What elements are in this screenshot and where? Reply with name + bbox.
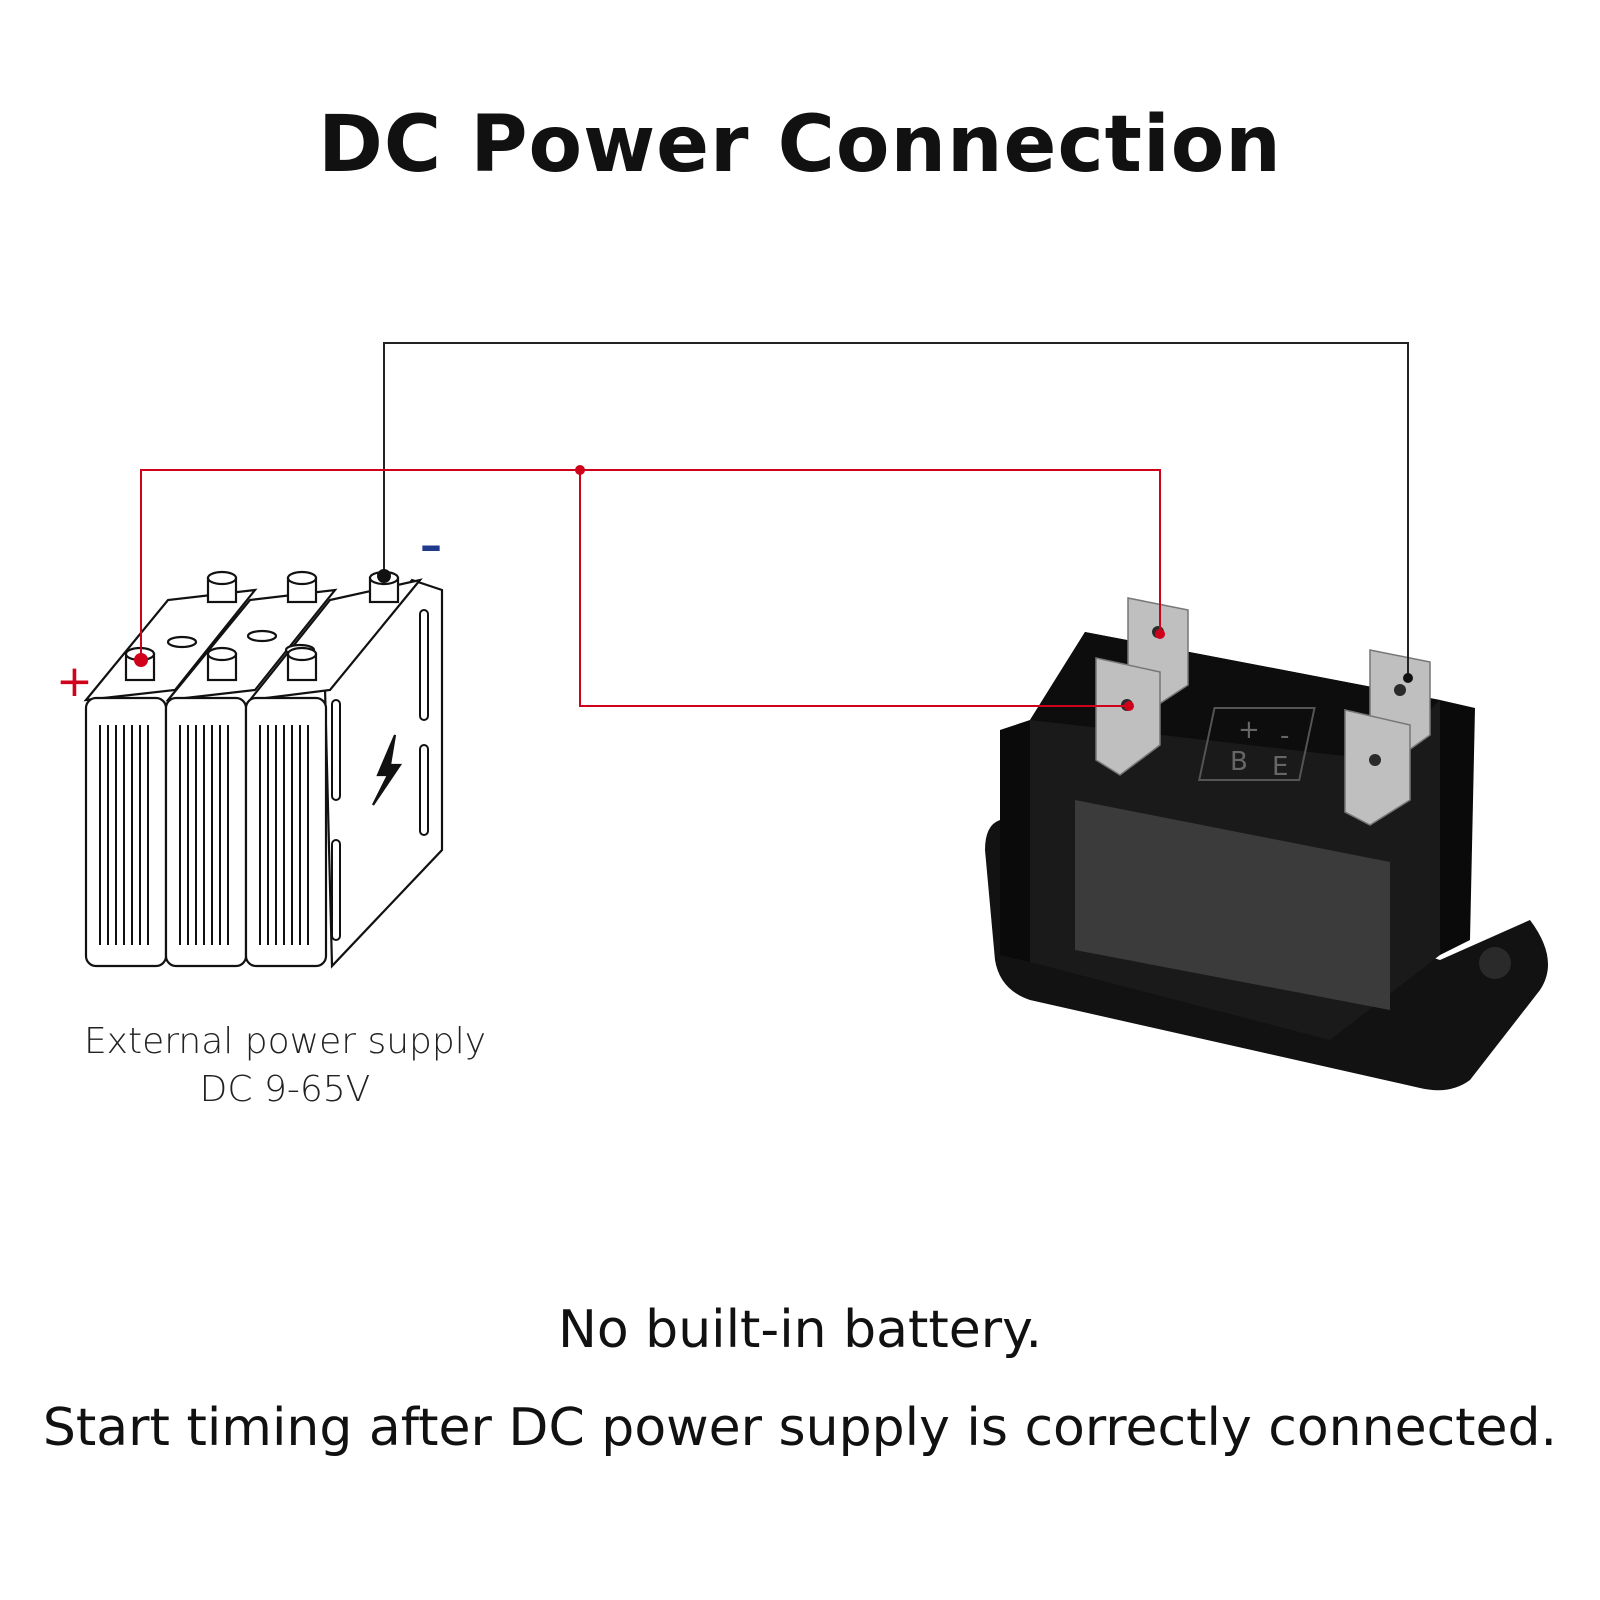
negative-wire [383,342,1409,678]
positive-wire [140,469,1161,707]
spade-terminal-b [1095,657,1161,776]
rocker-switch-device: + - B E [985,597,1548,1091]
terminal-label-minus: - [1280,721,1289,751]
minus-terminal-marker: – [420,520,442,571]
note-start-timing: Start timing after DC power supply is co… [42,1398,1558,1458]
page-title: DC Power Connection [318,100,1282,190]
note-no-battery: No built-in battery. [557,1300,1043,1360]
battery-pack-icon [83,570,444,969]
power-supply-label: External power supply [83,1021,487,1062]
terminal-label-b: B [1230,747,1248,777]
power-supply-voltage: DC 9-65V [199,1069,371,1110]
wire-junctions [134,465,1413,711]
spade-terminal-e [1344,709,1411,826]
terminal-label-e: E [1272,752,1288,782]
terminal-label-plus: + [1238,715,1260,745]
plus-terminal-marker: + [56,656,93,707]
